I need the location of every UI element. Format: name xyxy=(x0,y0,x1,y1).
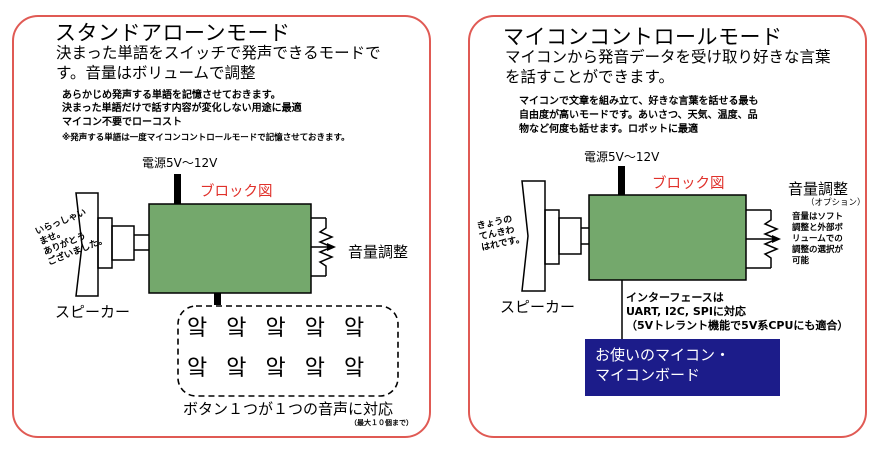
button-connector xyxy=(214,293,221,305)
button-glyph[interactable]: 앜 xyxy=(344,356,365,381)
power-terminal xyxy=(618,166,625,195)
standalone-lead-2: す。音量はボリュームで調整 xyxy=(56,64,256,82)
speaker-cone-icon xyxy=(521,180,546,292)
button-caption: ボタン１つが１つの音声に対応 xyxy=(183,400,394,418)
voice-module-block xyxy=(148,203,312,294)
button-glyph[interactable]: 앜 xyxy=(187,356,208,381)
standalone-speaker-label: スピーカー xyxy=(55,303,131,321)
standalone-note-1: あらかじめ発声する単語を記憶させておきます。 xyxy=(62,90,281,101)
speaker-box-icon xyxy=(558,217,582,255)
mcu-volume-note: 音量はソフト 調整と外部ボ リュームでの 調整の選択が 可能 xyxy=(792,212,844,266)
button-glyph[interactable]: 앜 xyxy=(265,316,286,341)
standalone-lead-1: 決まった単語をスイッチで発声できるモードで xyxy=(56,44,381,62)
power-terminal xyxy=(174,174,181,204)
standalone-note-3: マイコン不要でローコスト xyxy=(62,117,182,128)
mcu-board-box: お使いのマイコン・ マイコンボード xyxy=(585,339,780,396)
speaker-box-icon xyxy=(111,225,135,261)
mcu-block-label: ブロック図 xyxy=(652,176,725,192)
button-max-note: （最大１０個まで） xyxy=(350,419,413,427)
button-glyph[interactable]: 앜 xyxy=(344,316,365,341)
mcu-volume-title: 音量調整 xyxy=(788,180,849,198)
mcu-note-3: 物など何度も話せます。ロボットに最適 xyxy=(519,124,698,135)
button-glyph[interactable]: 앜 xyxy=(304,356,325,381)
mcu-title: マイコンコントロールモード xyxy=(503,25,783,49)
mcu-volume-option: （オプション） xyxy=(806,198,866,208)
standalone-power-label: 電源5V～12V xyxy=(142,156,218,170)
standalone-title: スタンドアローンモード xyxy=(55,21,291,45)
standalone-block-label: ブロック図 xyxy=(200,184,273,200)
mcu-note-2: 自由度が高いモードです。あいさつ、天気、温度、品 xyxy=(519,110,758,121)
button-glyph[interactable]: 앜 xyxy=(304,316,325,341)
speaker-magnet-icon xyxy=(544,209,560,265)
standalone-volume-label: 音量調整 xyxy=(348,243,409,261)
button-glyph[interactable]: 앜 xyxy=(265,356,286,381)
button-glyph[interactable]: 앜 xyxy=(187,316,208,341)
button-glyph[interactable]: 앜 xyxy=(226,316,247,341)
interface-note: インターフェースは UART, I2C, SPIに対応 （5Vトレラント機能で5… xyxy=(626,291,849,332)
mcu-power-label: 電源5V～12V xyxy=(584,150,660,164)
button-group-outline xyxy=(177,305,399,397)
standalone-note-2: 決まった単語だけで話す内容が変化しない用途に最適 xyxy=(62,103,302,114)
speaker-magnet-icon xyxy=(97,217,113,269)
speaker-cone-icon xyxy=(75,192,99,297)
standalone-note-small: ※発声する単語は一度マイコンコントロールモードで記憶させておきます。 xyxy=(62,133,350,143)
mcu-lead-2: を話すことができます。 xyxy=(505,68,674,86)
mcu-note-1: マイコンで文章を組み立て、好きな言葉を話せる最も xyxy=(519,96,759,107)
voice-module-block xyxy=(588,194,747,281)
mcu-lead-1: マイコンから発音データを受け取り好きな言葉 xyxy=(505,48,831,66)
mcu-speaker-label: スピーカー xyxy=(500,298,576,316)
button-glyph[interactable]: 앜 xyxy=(226,356,247,381)
